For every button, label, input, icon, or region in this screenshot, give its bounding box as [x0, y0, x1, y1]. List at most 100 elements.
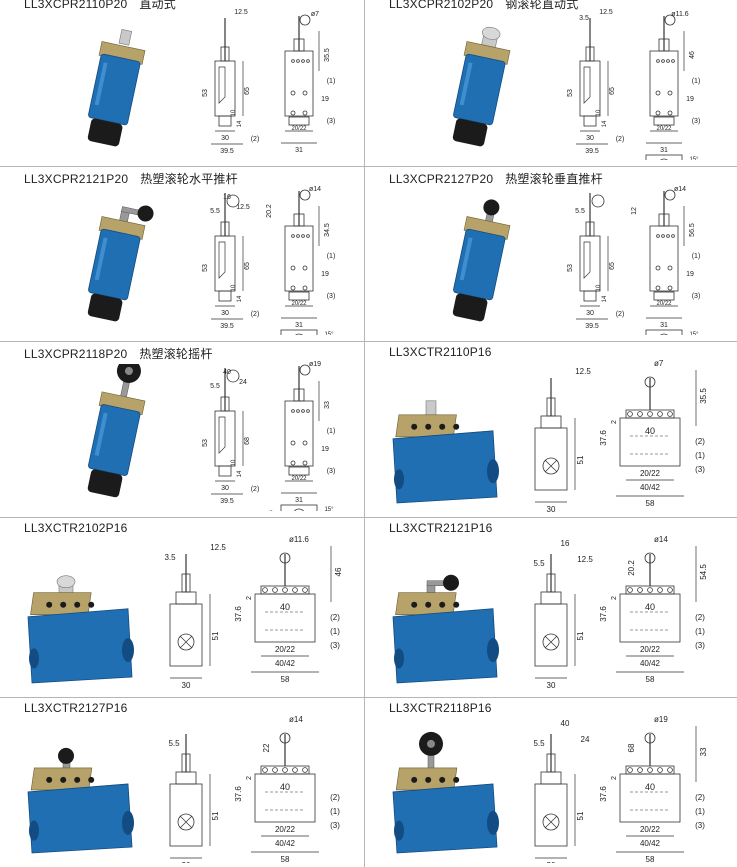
- dimension-label: 58: [281, 855, 290, 863]
- mount-hole: [657, 767, 663, 773]
- side-view-body: [534, 783, 568, 847]
- switch-body: [453, 228, 506, 301]
- mount-hole: [301, 59, 305, 63]
- dimension-label: 40: [280, 782, 290, 792]
- dimension-label: 40/42: [640, 483, 661, 492]
- side-port: [394, 648, 404, 669]
- side-port: [122, 638, 134, 663]
- dimension-label: 39.5: [220, 148, 234, 155]
- callout-label: (2): [695, 793, 705, 802]
- drawing-group: 5.5513039.5ø144020/2240/425837.6222(2)(1…: [168, 715, 340, 863]
- dimension-label: 58: [646, 855, 655, 863]
- side-port: [487, 638, 499, 663]
- mount-hole: [637, 587, 643, 593]
- dimension-label: 19: [321, 271, 329, 278]
- side-port: [122, 810, 134, 835]
- screw-hole: [74, 601, 81, 608]
- dimension-label: 40: [645, 426, 655, 436]
- switch-body-group: [392, 731, 499, 854]
- dimension-label: 14: [237, 470, 243, 477]
- dimension-label: 39.5: [220, 498, 234, 505]
- dimension-label: 24: [239, 379, 247, 386]
- callout-label: (2): [251, 136, 260, 143]
- product-description: 钢滚轮直动式: [505, 0, 579, 11]
- dimension-label: 46: [689, 51, 696, 59]
- dimension-label: 31: [295, 322, 303, 329]
- dimension-label: 20/22: [656, 126, 672, 132]
- callout-label: (3): [692, 118, 701, 125]
- dimension-label: 14: [237, 295, 243, 302]
- product-photo: [392, 574, 499, 684]
- dimension-label: 46: [334, 567, 343, 576]
- mount-hole: [290, 460, 296, 466]
- product-cell-tr2127: LL3XCTR2127P16 5.5513039.5ø144020/2240/4…: [0, 698, 364, 867]
- callout-label: (3): [695, 821, 705, 830]
- diameter-label: ø7: [654, 359, 664, 368]
- mount-hole: [655, 265, 661, 271]
- callout-label: (3): [695, 641, 705, 650]
- mount-hole: [667, 587, 673, 593]
- dimension-label: 53: [202, 264, 209, 272]
- dimension-label: 3.5: [579, 15, 589, 22]
- diameter-label: ø19: [654, 715, 668, 724]
- mount-hole: [671, 59, 675, 63]
- dimension-label: 40: [223, 369, 231, 376]
- switch-body-group: [27, 575, 134, 684]
- mount-hole: [262, 587, 268, 593]
- roller: [481, 26, 501, 40]
- callout-label: (3): [327, 468, 336, 475]
- actuator-stem: [585, 221, 595, 237]
- bottom-view-shaft: [660, 333, 668, 335]
- row-divider: [0, 697, 737, 698]
- diameter-label: ø14: [309, 186, 321, 193]
- switch-body: [392, 430, 498, 504]
- mount-hole: [301, 234, 305, 238]
- mount-hole: [655, 285, 661, 291]
- screw-hole: [425, 776, 432, 783]
- product-description: 直动式: [139, 0, 176, 11]
- dimension-label: 2: [611, 420, 618, 424]
- roller: [58, 747, 74, 764]
- mount-hole: [296, 409, 300, 413]
- plunger: [118, 29, 133, 46]
- dimension-label: 33: [324, 401, 331, 409]
- dimension-label: 20/22: [275, 825, 296, 834]
- mount-hole: [302, 285, 308, 291]
- mount-hole: [637, 767, 643, 773]
- side-view-body: [534, 603, 568, 667]
- front-view-base: [653, 291, 675, 301]
- actuator-head: [481, 26, 501, 48]
- row-divider: [0, 166, 737, 167]
- actuator-head: [419, 731, 443, 777]
- dimension-label: 31: [660, 322, 668, 329]
- dimension-label: 12: [631, 207, 638, 215]
- product-title: LL3XCTR2110P16: [389, 345, 492, 359]
- dimension-label: 14: [602, 295, 608, 302]
- dimension-label: 20/22: [291, 126, 307, 132]
- dimension-label: 53: [567, 89, 574, 97]
- dimension-label: 51: [211, 631, 220, 640]
- product-cell-tr2118: LL3XCTR2118P16 405.524513039.5ø194020/22…: [365, 698, 737, 867]
- dimension-label: 37.6: [234, 606, 243, 622]
- product-description: 热塑滚轮垂直推杆: [505, 172, 603, 186]
- dimension-line: [544, 459, 558, 473]
- dimension-line: [179, 635, 193, 649]
- dimension-label: 58: [646, 499, 655, 508]
- body-highlight: [94, 237, 108, 281]
- product-photo: [87, 205, 154, 322]
- dimension-label: 16: [561, 539, 570, 548]
- callout-label: (3): [327, 293, 336, 300]
- roller-outline: [664, 14, 676, 26]
- mount-hole: [262, 767, 268, 773]
- dimension-label: 12.5: [236, 204, 250, 211]
- dimension-label: 5.5: [533, 739, 545, 748]
- drawing-group: 12.5513039.5ø74020/2240/425837.6235.5(2)…: [534, 359, 708, 513]
- dimension-label: 12.5: [575, 367, 591, 376]
- mount-hole: [637, 411, 643, 417]
- product-title: LL3XCTR2102P16: [24, 521, 128, 535]
- mount-hole: [657, 587, 663, 593]
- side-port: [29, 820, 39, 841]
